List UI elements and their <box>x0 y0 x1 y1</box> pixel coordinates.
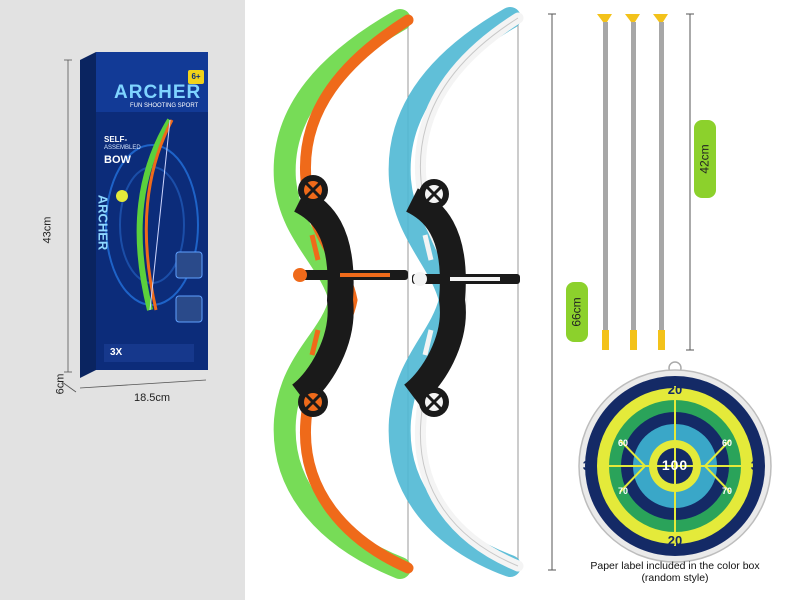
target-caption: Paper label included in the color box (r… <box>570 560 780 584</box>
feature-sub-text: 3X <box>110 347 123 358</box>
target-score-lower-right: 70 <box>721 486 732 496</box>
feature-top-text: SELF- <box>104 135 128 144</box>
target-score-center: 100 <box>661 457 689 473</box>
target-score-top: 20 <box>667 382 683 397</box>
target-score-lower-left: 70 <box>617 486 628 496</box>
arrow-length-label: 66cm <box>570 297 584 327</box>
target-score-left: 30 <box>582 458 598 473</box>
age-badge: 6+ <box>188 70 204 84</box>
target-score-upper-right: 60 <box>721 438 732 448</box>
bow-height-label: 42cm <box>698 144 712 174</box>
target-board <box>578 361 772 563</box>
arrow-1 <box>597 14 612 350</box>
box-brand: ARCHER <box>114 82 202 103</box>
box-tagline: FUN SHOOTING SPORT <box>130 103 199 109</box>
feature-mid-text: ASSEMBLED <box>104 145 141 151</box>
feature-main-text: BOW <box>104 154 131 166</box>
target-score-right: 30 <box>750 458 766 473</box>
box-side-brand: ARCHER <box>95 194 111 251</box>
box-width-label: 18.5cm <box>134 392 171 404</box>
bows-illustration <box>273 7 772 579</box>
arrow-length-pill: 66cm <box>566 282 588 342</box>
box-height-label: 43cm <box>41 216 54 244</box>
caption-line-2: (random style) <box>641 572 709 584</box>
box-depth-label: 6cm <box>54 373 67 395</box>
arrow-3 <box>653 14 668 350</box>
arrow-2 <box>625 14 640 350</box>
target-score-bottom: 20 <box>667 533 683 548</box>
target-score-upper-left: 60 <box>617 438 628 448</box>
caption-line-1: Paper label included in the color box <box>590 560 760 572</box>
bow-height-pill: 42cm <box>694 120 716 198</box>
